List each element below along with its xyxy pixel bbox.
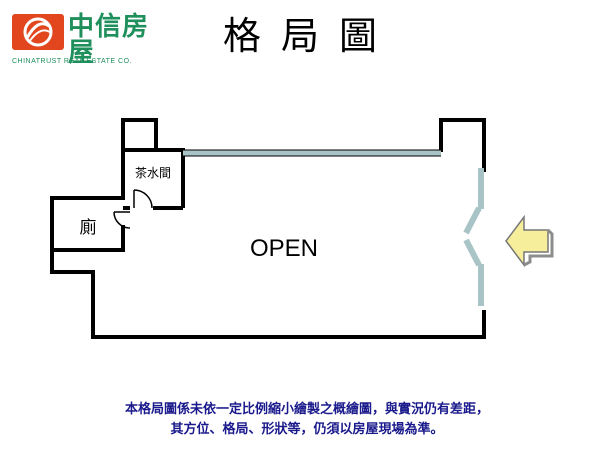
page-title: 格局圖 xyxy=(222,14,397,58)
logo-emblem-icon xyxy=(12,14,64,50)
disclaimer-line-2: 其方位、格局、形狀等，仍須以房屋現場為準。 xyxy=(170,422,444,437)
open-area-label: OPEN xyxy=(250,235,318,262)
disclaimer-line-1: 本格局圖係未依一定比例縮小繪製之概繪圖，與實況仍有差距， xyxy=(124,402,489,417)
restroom-label: 廁 xyxy=(80,217,97,238)
tea-room-label: 茶水間 xyxy=(135,165,171,180)
tea-room-door xyxy=(133,189,153,209)
entry-door-leaf-upper xyxy=(463,206,482,235)
disclaimer: 本格局圖係未依一定比例縮小繪製之概繪圖，與實況仍有差距， 其方位、格局、形狀等，… xyxy=(0,400,614,440)
entrance-arrow-icon xyxy=(505,214,549,268)
door-swings xyxy=(113,189,153,229)
logo-chinese-name: 中信房屋 xyxy=(68,12,150,68)
logo-english-name: CHINATRUST REAL ESTATE CO. xyxy=(12,58,132,65)
entrance-arrow xyxy=(505,214,554,268)
company-logo: 中信房屋 CHINATRUST REAL ESTATE CO. xyxy=(12,14,172,70)
entry-door-leaf-lower xyxy=(463,238,482,267)
restroom-door xyxy=(113,211,131,229)
windows xyxy=(183,149,484,306)
